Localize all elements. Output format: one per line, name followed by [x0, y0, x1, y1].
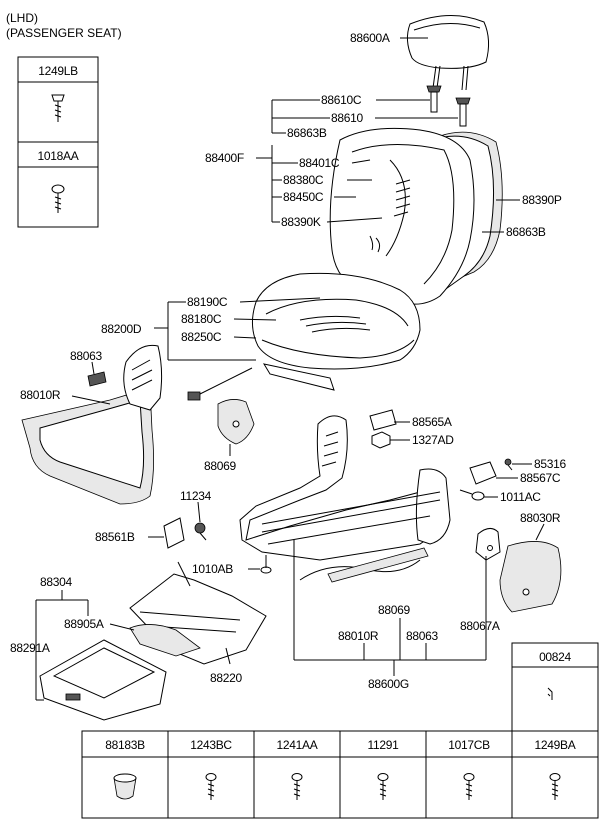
label-88180C: 88180C: [181, 312, 222, 326]
label-88069-mid: 88069: [204, 459, 236, 473]
label-88063-left: 88063: [70, 349, 102, 363]
label-88610C: 88610C: [321, 93, 362, 107]
seat-cushion-drawing: [252, 272, 421, 391]
part-code-1018AA: 1018AA: [38, 149, 79, 163]
seatback-drawing: [329, 127, 475, 305]
part-code-1017CB: 1017CB: [448, 738, 490, 752]
label-88010R-low: 88010R: [338, 629, 379, 643]
screw-icon: [377, 773, 389, 800]
label-88390P: 88390P: [522, 193, 562, 207]
seat-track-frame-drawing: [239, 415, 451, 583]
bolt-1011AC-drawing: [459, 489, 485, 501]
label-88600A: 88600A: [350, 31, 390, 45]
part-code-00824: 00824: [539, 650, 571, 664]
label-88400F: 88400F: [205, 151, 244, 165]
part-code-1249BA: 1249BA: [535, 738, 576, 752]
part-code-1241AA: 1241AA: [277, 738, 318, 752]
part-code-11291: 11291: [368, 738, 400, 752]
label-88030R: 88030R: [520, 511, 561, 525]
cable-drawing: [187, 367, 253, 401]
cover-88561B-drawing: [163, 517, 185, 549]
label-88291A: 88291A: [10, 641, 50, 655]
label-88200D: 88200D: [101, 322, 142, 336]
label-1011AC: 1011AC: [500, 490, 541, 504]
screw-icon: [463, 773, 475, 800]
label-86863B-side: 86863B: [506, 225, 546, 239]
label-85316: 85316: [534, 457, 566, 471]
bracket-88069-drawing: [217, 399, 255, 445]
bracket-88067A-drawing: [475, 528, 501, 561]
label-88390K: 88390K: [281, 215, 321, 229]
label-88190C: 88190C: [187, 295, 228, 309]
label-88450C: 88450C: [283, 190, 324, 204]
part-code-1249LB: 1249LB: [38, 64, 78, 78]
label-88600G: 88600G: [368, 677, 409, 691]
label-88567C: 88567C: [520, 471, 561, 485]
screw-icon: [291, 773, 303, 800]
screw-icon: [51, 94, 65, 122]
label-1010AB: 1010AB: [192, 562, 233, 576]
label-88250C: 88250C: [181, 330, 222, 344]
side-cover-88030R-drawing: [499, 541, 562, 613]
bracket-88567C-drawing: [469, 461, 497, 485]
tray-88905A-drawing: [129, 624, 201, 657]
bolt-11234-drawing: [194, 522, 207, 541]
label-88010R-left: 88010R: [20, 388, 61, 402]
label-88905A: 88905A: [64, 617, 104, 631]
bottom-parts-table: 88183B 1243BC 1241AA 11291 1017CB 1249BA: [81, 730, 599, 819]
screw-icon: [549, 773, 561, 800]
label-88565A: 88565A: [412, 415, 452, 429]
clip-box-00824: 00824: [511, 642, 599, 732]
part-code-1243BC: 1243BC: [190, 738, 232, 752]
bolt-1010AB-drawing: [260, 555, 272, 574]
header-passenger-seat: (PASSENGER SEAT): [6, 26, 122, 40]
screw-icon: [205, 773, 217, 800]
label-88401C: 88401C: [299, 156, 340, 170]
label-88069-low: 88069: [378, 603, 410, 617]
side-frame-88010R-drawing: [21, 344, 163, 505]
label-88067A: 88067A: [460, 619, 500, 633]
header-lhd: (LHD): [6, 11, 38, 25]
leader-lines: [35, 37, 545, 701]
label-88610: 88610: [331, 111, 363, 125]
label-88561B: 88561B: [95, 530, 135, 544]
label-88063-low: 88063: [406, 629, 438, 643]
headrest-guide-drawing: [426, 85, 471, 127]
clip-88063-drawing: [87, 371, 107, 387]
label-1327AD: 1327AD: [412, 433, 454, 447]
cover-88565A-drawing: [369, 409, 397, 431]
label-88304: 88304: [40, 575, 72, 589]
left-parts-box: 1249LB 1018AA: [17, 56, 99, 228]
bolt-85316-drawing: [504, 458, 513, 471]
label-88380C: 88380C: [283, 173, 324, 187]
label-88220: 88220: [210, 671, 242, 685]
label-11234: 11234: [180, 489, 212, 503]
clip-icon: [547, 687, 553, 700]
label-86863B-top: 86863B: [287, 126, 327, 140]
nut-1327AD-drawing: [371, 431, 391, 449]
grommet-icon: [113, 773, 137, 800]
screw-icon: [51, 184, 65, 213]
part-code-88183B: 88183B: [105, 738, 145, 752]
headrest-drawing: [406, 14, 490, 91]
storage-tray-88291A-drawing: [39, 639, 167, 721]
